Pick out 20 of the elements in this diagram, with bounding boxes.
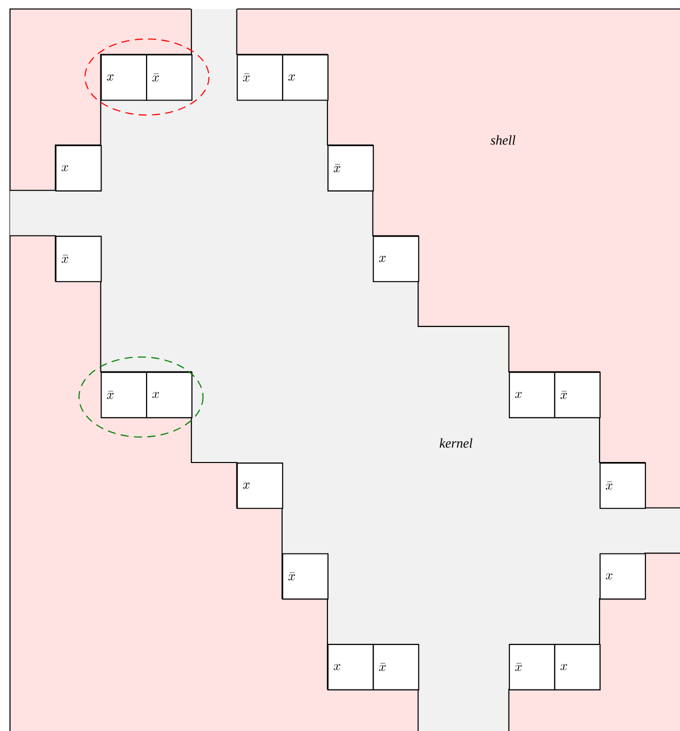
variable-cell: $\bar{x}$	[508, 644, 556, 690]
variable-cell: $x$	[236, 462, 284, 509]
variable-cell: $x$	[372, 236, 420, 282]
variable-cell: $x$	[600, 553, 646, 600]
variable-cell: $x$	[327, 644, 374, 690]
variable-cell: $\bar{x}$	[282, 553, 329, 600]
variable-cell: $\bar{x}$	[372, 644, 420, 690]
variable-cell: $x$	[282, 54, 329, 101]
variable-cell: $x$	[55, 145, 102, 192]
variable-cell: $x$	[554, 644, 601, 690]
variable-cell: $\bar{x}$	[327, 145, 374, 192]
variable-cell: $\bar{x}$	[146, 54, 192, 101]
variable-cell: $\bar{x}$	[55, 236, 102, 282]
variable-cell: $\bar{x}$	[600, 462, 646, 509]
variable-cell: $\bar{x}$	[100, 372, 148, 418]
variable-cell: $x$	[508, 372, 556, 418]
variable-cell: $\bar{x}$	[554, 372, 601, 418]
variable-cell: $x$	[100, 54, 148, 101]
variable-cell: $\bar{x}$	[236, 54, 284, 101]
variable-cell: $x$	[146, 372, 192, 418]
